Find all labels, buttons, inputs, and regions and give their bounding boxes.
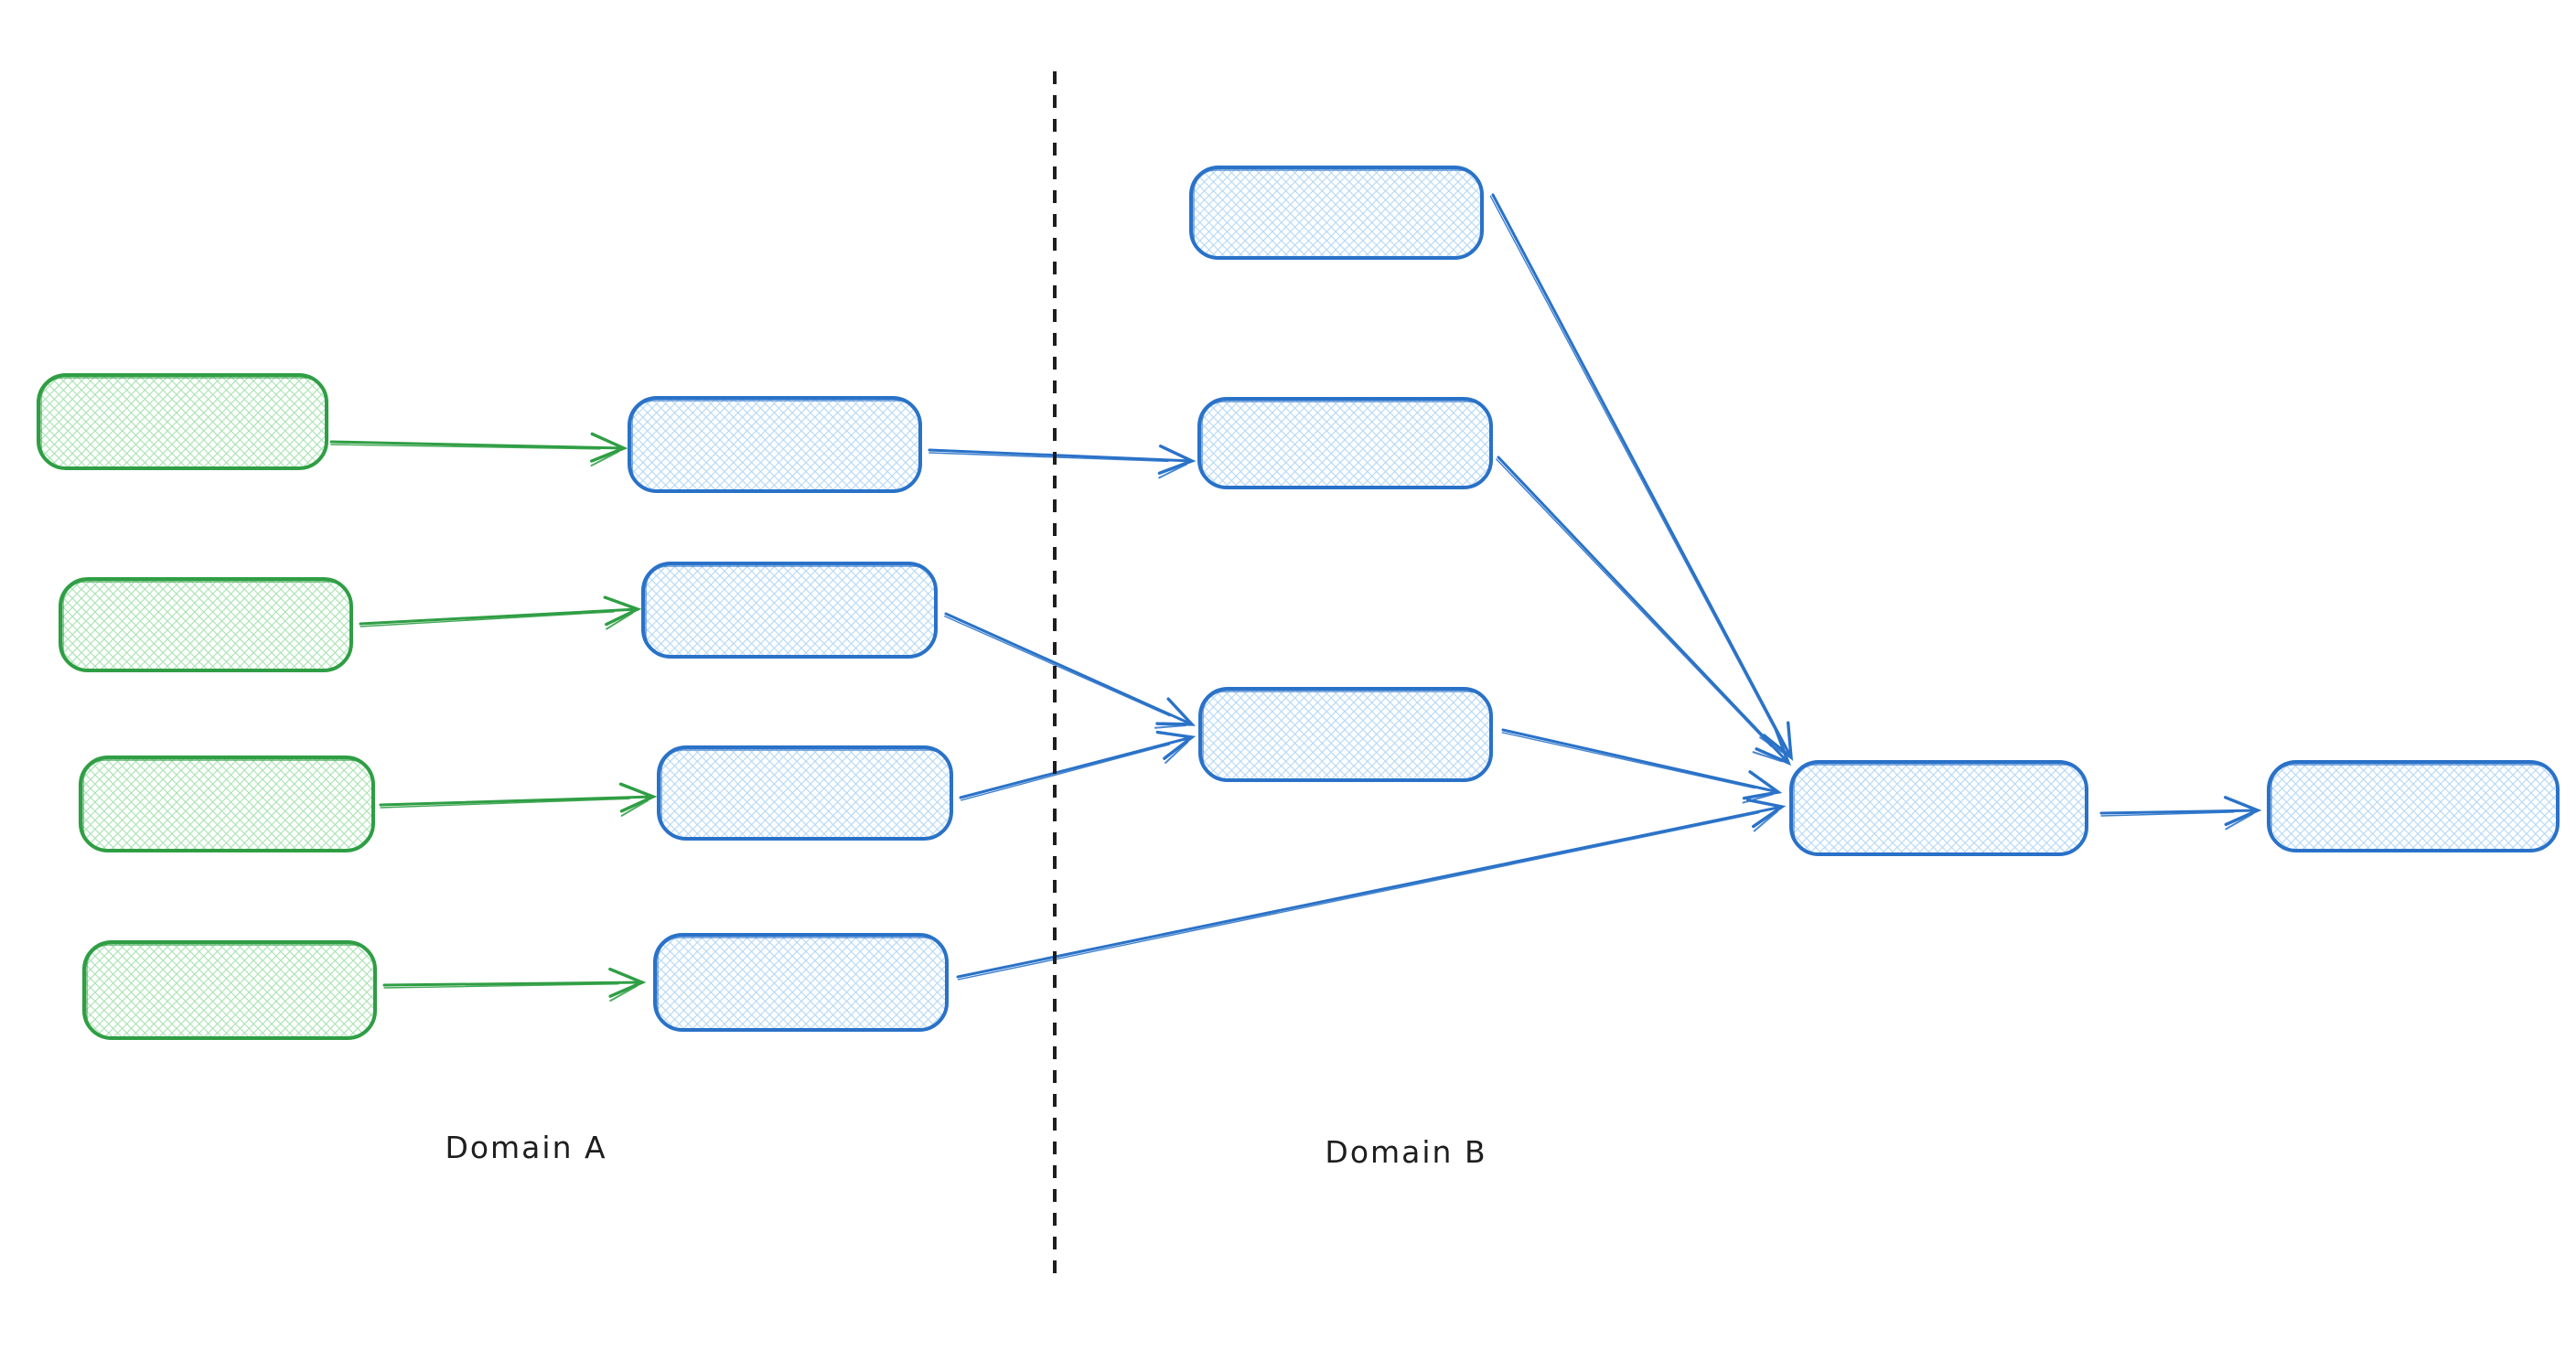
domain-b-label: Domain B bbox=[1325, 1134, 1487, 1170]
edge-src3-mid3-arrow bbox=[379, 782, 658, 817]
edge-mid3-blow-arrow bbox=[959, 730, 1197, 801]
node-domain-b-top bbox=[1189, 166, 1484, 260]
node-domain-a-source-1 bbox=[37, 373, 328, 470]
node-domain-a-source-4 bbox=[82, 940, 377, 1040]
node-domain-b-mid bbox=[1197, 397, 1493, 489]
edge-mid2-blow-arrow bbox=[944, 612, 1196, 729]
edge-mid4-hub-arrow bbox=[956, 798, 1787, 981]
node-domain-a-mid-2 bbox=[641, 562, 938, 659]
edges-layer bbox=[329, 193, 2262, 1002]
edge-bmid-hub-arrow bbox=[1496, 456, 1792, 766]
domain-a-label: Domain A bbox=[445, 1130, 606, 1165]
node-domain-a-mid-4 bbox=[653, 933, 949, 1032]
edge-mid1-bmid-arrow bbox=[928, 445, 1197, 479]
node-domain-a-source-2 bbox=[59, 577, 353, 672]
edge-src4-mid4-arrow bbox=[382, 967, 647, 1002]
node-domain-a-mid-3 bbox=[657, 745, 953, 841]
node-domain-b-hub bbox=[1789, 760, 2088, 856]
nodes-layer bbox=[37, 166, 2560, 1040]
edge-src2-mid2-arrow bbox=[359, 595, 642, 630]
edge-blow-hub-arrow bbox=[1501, 728, 1783, 804]
edge-src1-mid1-arrow bbox=[329, 432, 628, 467]
node-domain-b-out bbox=[2267, 760, 2560, 852]
node-domain-b-low bbox=[1198, 687, 1493, 782]
node-domain-a-mid-1 bbox=[628, 396, 922, 493]
node-domain-a-source-3 bbox=[79, 756, 375, 852]
edge-btop-hub-arrow bbox=[1489, 193, 1794, 761]
annotations-layer: Domain A Domain B bbox=[445, 71, 1487, 1281]
edge-hub-out-arrow bbox=[2099, 796, 2262, 831]
